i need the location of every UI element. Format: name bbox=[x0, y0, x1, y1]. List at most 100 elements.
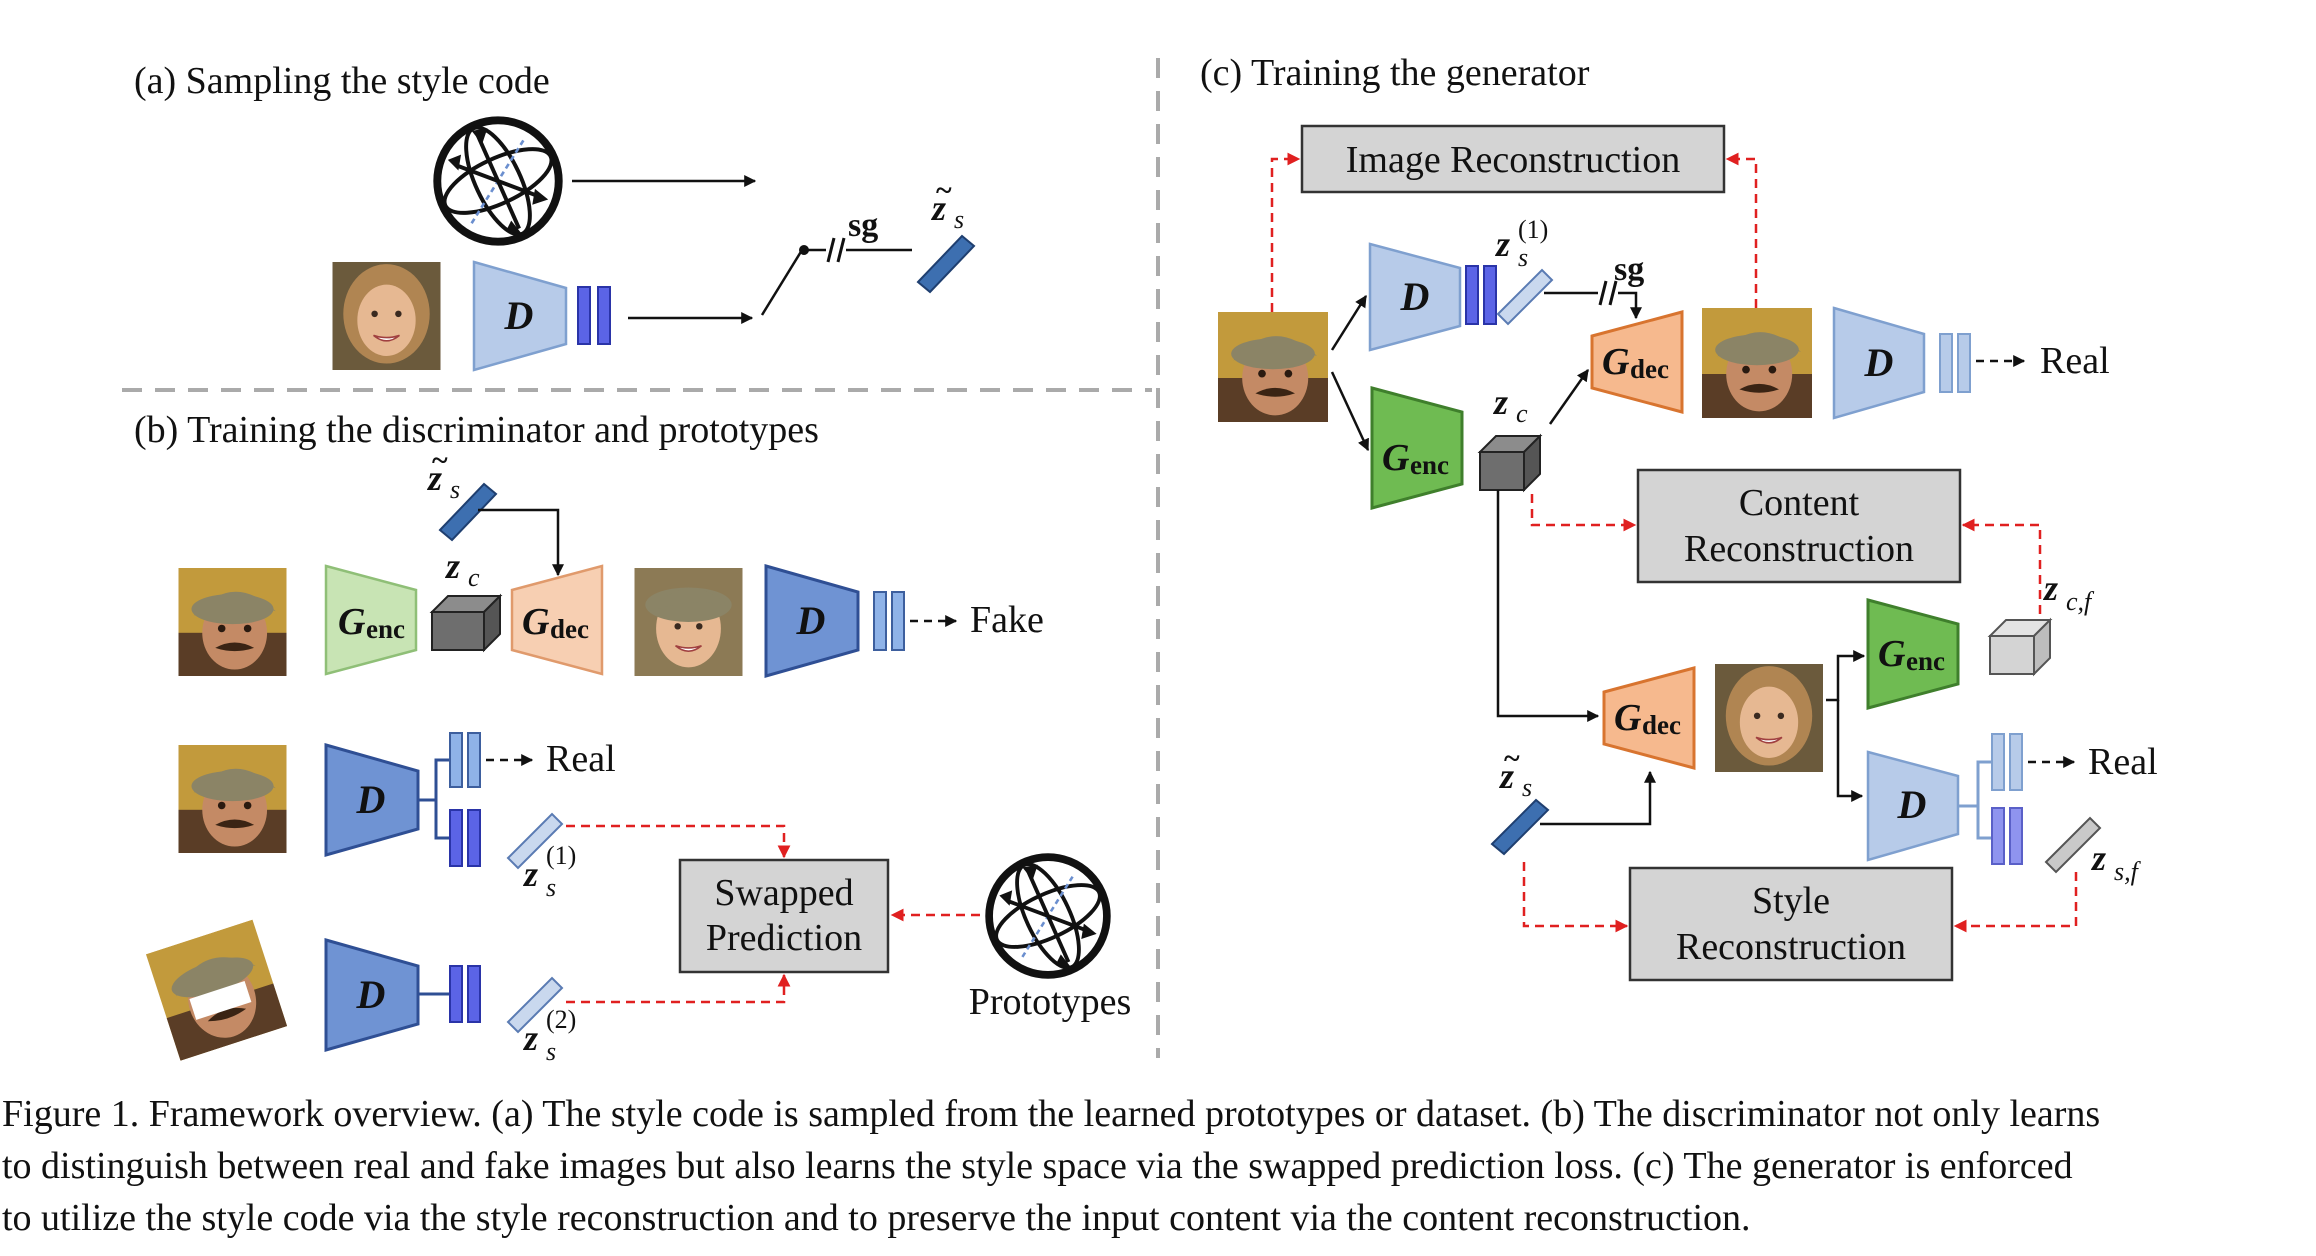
red-dashed-arrow bbox=[566, 973, 791, 1004]
face-image bbox=[178, 745, 287, 853]
branch-line bbox=[1976, 806, 1992, 840]
panel-a: (a) Sampling the style code D sg z ~ s bbox=[134, 60, 976, 372]
prototype-sphere-icon bbox=[988, 856, 1108, 976]
style-code-sup: (1) bbox=[1518, 215, 1548, 244]
feature-bar bbox=[1483, 265, 1497, 325]
style-code-bar bbox=[2044, 816, 2102, 874]
feature-bar bbox=[467, 965, 481, 1023]
decoder-label-sub: dec bbox=[550, 614, 589, 644]
discriminator-label: D bbox=[504, 293, 534, 338]
feature-bar bbox=[1465, 265, 1479, 325]
branch-line bbox=[434, 800, 450, 840]
encoder-block bbox=[1866, 598, 1960, 710]
arrow bbox=[1618, 291, 1642, 320]
discriminator-label: D bbox=[356, 777, 386, 822]
stop-gradient-mark bbox=[836, 237, 846, 263]
style-code-tilde: ~ bbox=[1504, 742, 1520, 775]
branch-line bbox=[418, 758, 450, 802]
face-image bbox=[1714, 664, 1824, 772]
encoder-block bbox=[324, 564, 418, 676]
stop-gradient-mark bbox=[1608, 280, 1618, 306]
face-image bbox=[331, 262, 442, 370]
panel-b: (b) Training the discriminator and proto… bbox=[134, 409, 1131, 1066]
encoder-label-g: G bbox=[1878, 633, 1906, 675]
style-code-bar bbox=[916, 234, 976, 294]
discriminator-block bbox=[1832, 306, 1926, 420]
style-code-z: z bbox=[426, 458, 442, 498]
style-code-sub: s bbox=[954, 205, 964, 234]
style-code-sub: s bbox=[1522, 773, 1532, 802]
style-code-tilde: ~ bbox=[432, 444, 448, 477]
arrow bbox=[1330, 294, 1368, 351]
arrow bbox=[1540, 770, 1656, 826]
swapped-prediction-label-2: Prediction bbox=[706, 917, 862, 959]
discriminator-label: D bbox=[1400, 274, 1430, 319]
discriminator-block bbox=[1866, 750, 1960, 862]
panel-c-title: (c) Training the generator bbox=[1200, 52, 1590, 94]
content-code-cube bbox=[429, 593, 503, 653]
caption-line: to distinguish between real and fake ima… bbox=[2, 1145, 2073, 1187]
image-reconstruction-label: Image Reconstruction bbox=[1346, 139, 1681, 181]
feature-bar bbox=[1957, 333, 1971, 393]
caption-line: to utilize the style code via the style … bbox=[2, 1197, 1751, 1239]
red-dashed-arrow bbox=[566, 824, 791, 859]
feature-bar bbox=[449, 732, 463, 788]
feature-bar bbox=[467, 809, 481, 867]
style-code-bar bbox=[1496, 268, 1554, 326]
red-dashed-arrow bbox=[1961, 518, 2042, 614]
decoder-label-g: G bbox=[1602, 341, 1630, 383]
style-code-sup: (2) bbox=[546, 1005, 576, 1034]
augmented-face-image bbox=[145, 919, 288, 1061]
discriminator-block bbox=[324, 743, 420, 857]
feature-bar bbox=[449, 809, 463, 867]
decoder-block bbox=[1602, 666, 1696, 770]
content-reconstruction-label-2: Reconstruction bbox=[1684, 528, 1914, 570]
feature-bar bbox=[577, 286, 591, 345]
framework-diagram: (a) Sampling the style code D sg z ~ s (… bbox=[122, 52, 2158, 1066]
panel-b-title: (b) Training the discriminator and proto… bbox=[134, 409, 819, 451]
content-code-sub: c bbox=[1516, 399, 1528, 428]
discriminator-label: D bbox=[796, 598, 826, 643]
prototype-sphere-icon bbox=[436, 119, 560, 243]
discriminator-label: D bbox=[356, 972, 386, 1017]
decoder-label-sub: dec bbox=[1642, 710, 1681, 740]
feature-bar bbox=[449, 965, 463, 1023]
arrow bbox=[1548, 369, 1590, 425]
content-code-z: z bbox=[444, 546, 460, 586]
feature-bar bbox=[873, 591, 887, 651]
real-label: Real bbox=[2040, 340, 2110, 382]
encoder-block bbox=[1370, 386, 1464, 510]
style-reconstruction-label-1: Style bbox=[1752, 880, 1830, 922]
style-code-bar bbox=[438, 482, 498, 542]
style-code-z: z bbox=[522, 1018, 538, 1058]
face-image bbox=[1702, 308, 1812, 418]
feature-bar bbox=[891, 591, 905, 651]
content-reconstruction-box bbox=[1636, 468, 1962, 584]
real-label: Real bbox=[2088, 741, 2158, 783]
style-code-z: z bbox=[930, 188, 946, 228]
decoder-block bbox=[1590, 310, 1684, 414]
encoder-label-sub: enc bbox=[366, 614, 405, 644]
swapped-prediction-box bbox=[678, 858, 890, 974]
content-reconstruction-label-1: Content bbox=[1739, 482, 1860, 524]
content-code-f-z: z bbox=[2042, 568, 2058, 608]
arrow bbox=[1836, 700, 1864, 802]
face-image bbox=[178, 568, 287, 676]
caption-line: Figure 1. Framework overview. (a) The st… bbox=[2, 1093, 2101, 1135]
red-dashed-arrow bbox=[1530, 494, 1637, 532]
red-dashed-arrow bbox=[1270, 152, 1301, 312]
connector-line bbox=[1496, 490, 1600, 722]
content-code-f-sub: c,f bbox=[2066, 587, 2095, 616]
feature-bar bbox=[597, 286, 611, 345]
content-code-cube bbox=[1477, 433, 1543, 493]
encoder-label-sub: enc bbox=[1410, 450, 1449, 480]
image-reconstruction-box bbox=[1300, 124, 1726, 194]
discriminator-block bbox=[472, 260, 568, 372]
arrow bbox=[1330, 371, 1370, 452]
discriminator-block bbox=[1368, 242, 1462, 352]
fake-label: Fake bbox=[970, 599, 1044, 641]
discriminator-block bbox=[324, 938, 420, 1052]
red-dashed-arrow bbox=[1725, 152, 1758, 308]
panel-a-title: (a) Sampling the style code bbox=[134, 60, 550, 102]
